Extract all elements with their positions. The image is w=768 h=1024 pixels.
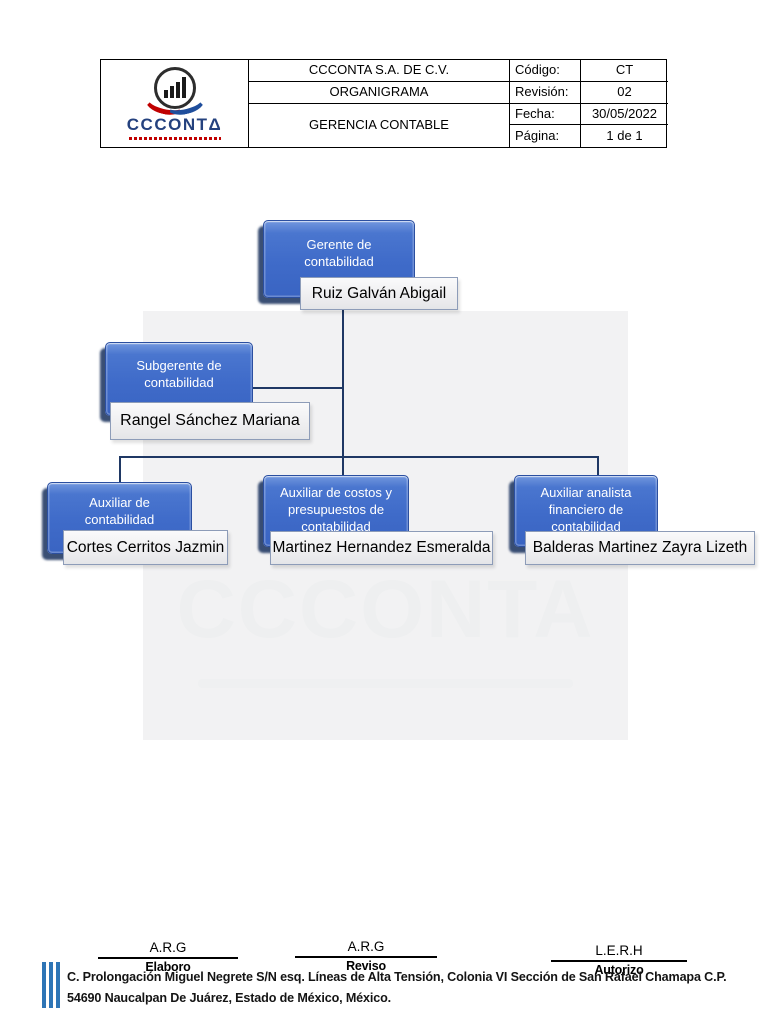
signature-role: Autorizo	[594, 963, 644, 977]
signature-block-elaboro: A.R.G Elaboro	[98, 940, 238, 974]
org-name-auxiliar-contabilidad: Cortes Cerritos Jazmin	[63, 530, 228, 565]
watermark-tagline	[198, 679, 573, 688]
footer-address: C. Prolongación Miguel Negrete S/N esq. …	[67, 967, 727, 1009]
signature-initials: A.R.G	[295, 939, 437, 958]
meta-label-fecha: Fecha:	[510, 103, 581, 126]
signature-role: Elaboro	[145, 960, 191, 974]
signature-block-reviso: A.R.G Reviso	[295, 939, 437, 973]
logo-cell: CCCONTΔ	[101, 60, 249, 147]
connector-trunk	[342, 309, 344, 477]
connector-subgerente-branch	[253, 387, 343, 389]
document-header-table: CCCONTΔ CCCONTA S.A. DE C.V. Código: CT …	[100, 59, 668, 148]
signature-initials: L.E.R.H	[551, 943, 687, 962]
meta-value-fecha: 30/05/2022	[581, 104, 668, 126]
logo-tagline	[128, 136, 221, 140]
org-name-auxiliar-costos: Martinez Hernandez Esmeralda	[270, 531, 493, 565]
department-title: GERENCIA CONTABLE	[249, 103, 510, 147]
meta-label-codigo: Código:	[510, 60, 581, 82]
meta-label-pagina: Página:	[510, 125, 581, 147]
connector-drop-left	[119, 456, 121, 484]
meta-value-codigo: CT	[581, 60, 668, 82]
watermark-text: CCCONTA	[176, 564, 595, 655]
org-name-gerente: Ruiz Galván Abigail	[300, 277, 458, 310]
logo-brand-text: CCCONTΔ	[126, 115, 223, 135]
org-name-subgerente: Rangel Sánchez Mariana	[110, 402, 310, 440]
connector-drop-right	[597, 456, 599, 477]
signature-block-autorizo: L.E.R.H Autorizo	[551, 943, 687, 977]
signature-role: Reviso	[346, 959, 386, 973]
address-line-2: 54690 Naucalpan De Juárez, Estado de Méx…	[67, 991, 391, 1006]
connector-level3-rail	[119, 456, 599, 458]
document-type: ORGANIGRAMA	[249, 81, 510, 104]
company-name: CCCONTA S.A. DE C.V.	[249, 60, 510, 82]
org-name-auxiliar-analista: Balderas Martinez Zayra Lizeth	[525, 531, 755, 565]
bar-chart-icon	[142, 67, 207, 119]
meta-value-revision: 02	[581, 82, 668, 104]
meta-label-revision: Revisión:	[510, 81, 581, 104]
footer-accent-bars	[42, 962, 60, 1008]
address-line-1: C. Prolongación Miguel Negrete S/N esq. …	[67, 970, 727, 984]
company-logo: CCCONTΔ	[110, 67, 240, 140]
signature-initials: A.R.G	[98, 940, 238, 959]
meta-value-pagina: 1 de 1	[606, 127, 643, 143]
